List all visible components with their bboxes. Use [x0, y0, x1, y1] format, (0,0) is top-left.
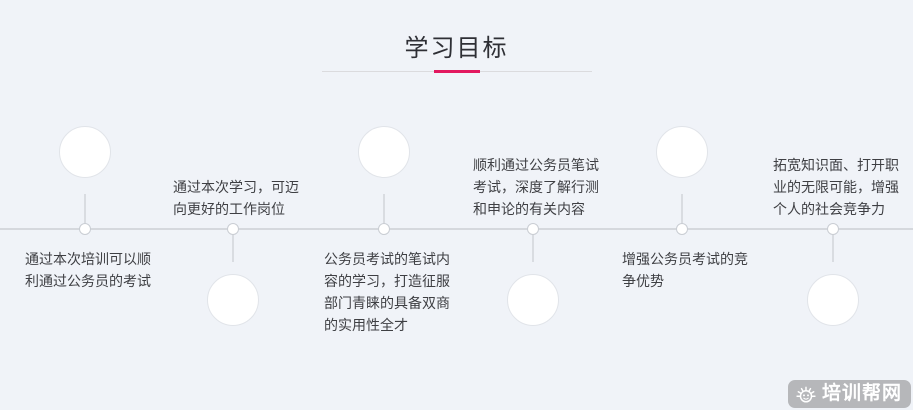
- milestone-circle: [207, 274, 259, 326]
- milestone-text: 顺利通过公务员笔试考试，深度了解行测和申论的有关内容: [473, 157, 599, 217]
- connector-stem: [681, 194, 683, 224]
- milestone-text: 通过本次培训可以顺利通过公务员的考试: [25, 251, 151, 289]
- sun-face-icon: [795, 383, 817, 405]
- timeline-node-dot: [527, 223, 539, 235]
- watermark-text: 培训帮网: [821, 383, 902, 404]
- milestone-text: 增强公务员考试的竞争优势: [622, 251, 748, 289]
- milestone-circle: [807, 274, 859, 326]
- timeline-node-dot: [676, 223, 688, 235]
- page-title: 学习目标: [404, 35, 509, 62]
- milestone-circle: [656, 126, 708, 178]
- connector-stem: [832, 234, 834, 262]
- timeline-axis: [0, 228, 913, 230]
- connector-stem: [532, 234, 534, 262]
- connector-stem: [383, 194, 385, 224]
- timeline-node-dot: [227, 223, 239, 235]
- connector-stem: [232, 234, 234, 262]
- milestone-text: 通过本次学习，可迈向更好的工作岗位: [173, 179, 299, 217]
- connector-stem: [84, 194, 86, 224]
- milestone-circle: [507, 274, 559, 326]
- title-divider: [321, 70, 592, 73]
- timeline-node-dot: [378, 223, 390, 235]
- milestone-circle: [358, 126, 410, 178]
- divider-accent-line: [433, 70, 480, 73]
- watermark-badge: 培训帮网: [787, 380, 911, 408]
- milestone-text: 公务员考试的笔试内容的学习，打造征服部门青睐的具备双商的实用性全才: [324, 251, 450, 333]
- milestone-text: 拓宽知识面、打开职业的无限可能，增强个人的社会竞争力: [773, 157, 899, 217]
- timeline-node-dot: [79, 223, 91, 235]
- timeline-node-dot: [827, 223, 839, 235]
- milestone-circle: [59, 126, 111, 178]
